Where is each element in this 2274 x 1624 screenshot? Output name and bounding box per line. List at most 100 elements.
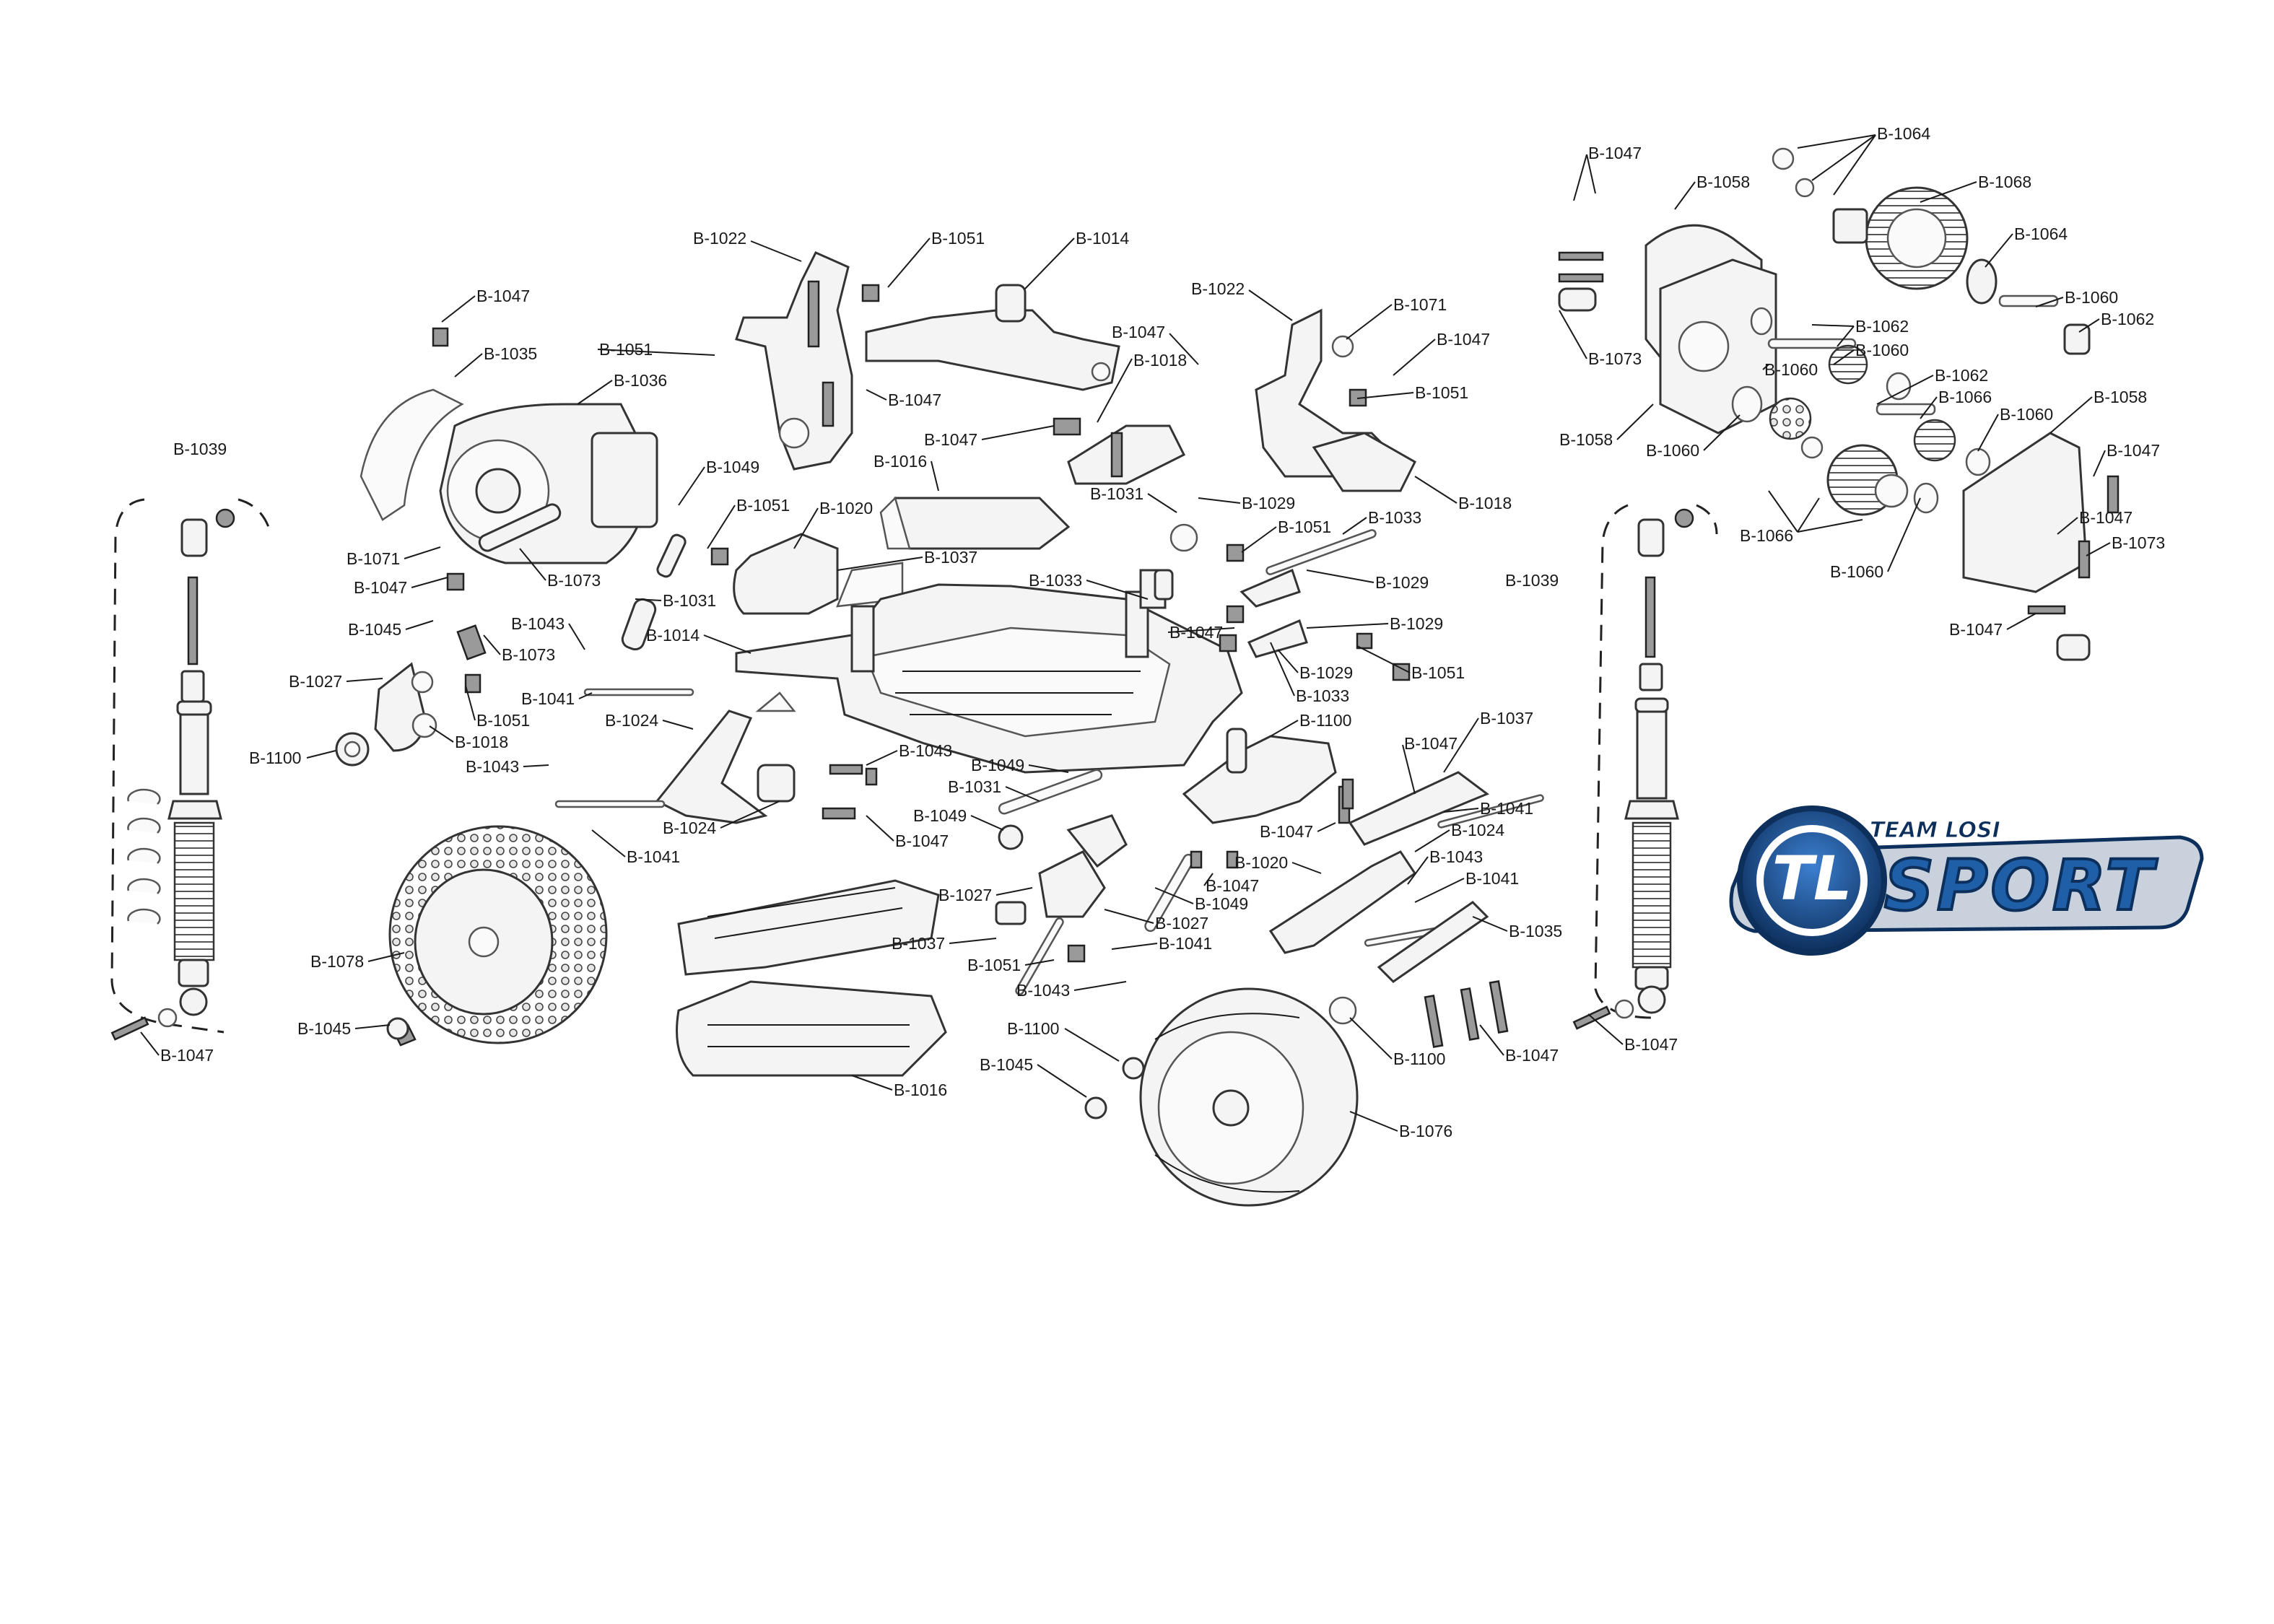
part-number-label: B-1047 bbox=[1949, 620, 2003, 639]
leader-line bbox=[1985, 233, 2013, 268]
part-number-label: B-1058 bbox=[1696, 173, 1750, 191]
part-number-label: B-1033 bbox=[1029, 571, 1082, 590]
parts-layer bbox=[110, 147, 2120, 1207]
leader-line bbox=[1097, 358, 1133, 423]
logo-product-text: SPORT bbox=[1884, 845, 2158, 926]
leader-line bbox=[1147, 493, 1177, 513]
leader-line bbox=[1407, 856, 1429, 885]
part-number-label: B-1051 bbox=[599, 340, 653, 359]
front-driveline bbox=[456, 503, 729, 694]
leader-line bbox=[1479, 1024, 1504, 1056]
leader-line bbox=[970, 815, 1004, 831]
logo-team-text: TEAM LOSI bbox=[1870, 818, 2000, 843]
leader-line bbox=[1203, 873, 1214, 886]
part-number-label: B-1018 bbox=[1133, 351, 1187, 370]
leader-line bbox=[1920, 181, 1977, 203]
leader-line bbox=[1674, 181, 1696, 210]
leader-line bbox=[1797, 519, 1863, 533]
leader-line bbox=[887, 237, 931, 288]
leader-line bbox=[1086, 580, 1149, 600]
leader-line bbox=[1356, 392, 1414, 399]
leader-line bbox=[1346, 304, 1393, 340]
leader-line bbox=[306, 750, 336, 759]
leader-line bbox=[1833, 134, 1876, 196]
leader-line bbox=[1797, 134, 1876, 149]
steering-assembly bbox=[879, 417, 1186, 550]
leader-line bbox=[707, 505, 736, 549]
leader-line bbox=[140, 1031, 160, 1056]
part-number-label: B-1047 bbox=[2079, 508, 2133, 527]
left-shock-assembly bbox=[110, 498, 270, 1041]
motor-gear-cover bbox=[360, 327, 658, 591]
leader-line bbox=[2035, 297, 2064, 307]
leader-line bbox=[1037, 1064, 1087, 1098]
leader-line bbox=[1811, 134, 1876, 181]
part-number-label: B-1064 bbox=[1877, 124, 1930, 143]
leader-line bbox=[1703, 414, 1741, 451]
part-number-label: B-1024 bbox=[663, 818, 716, 837]
leader-line bbox=[523, 764, 549, 767]
leader-line bbox=[411, 577, 448, 588]
part-number-label: B-1064 bbox=[2014, 224, 2068, 243]
team-losi-sport-logo: TL TEAM LOSI SPORT bbox=[1729, 806, 2204, 956]
leader-line bbox=[454, 353, 483, 377]
leader-lines bbox=[140, 134, 2111, 1132]
leader-line bbox=[1393, 339, 1436, 376]
part-number-label: B-1066 bbox=[1938, 388, 1992, 406]
part-number-label: B-1051 bbox=[736, 496, 790, 515]
leader-line bbox=[1064, 1028, 1120, 1062]
leader-line bbox=[1768, 490, 1798, 533]
part-number-label: B-1037 bbox=[892, 934, 945, 953]
leader-line bbox=[1291, 862, 1322, 874]
leader-line bbox=[519, 548, 546, 581]
part-number-label: B-1033 bbox=[1368, 508, 1421, 527]
part-number-label: B-1066 bbox=[1740, 526, 1793, 545]
leader-line bbox=[1837, 326, 1855, 347]
part-number-label: B-1047 bbox=[924, 430, 977, 449]
leader-line bbox=[678, 466, 705, 506]
leader-line bbox=[1349, 1017, 1393, 1060]
leader-line bbox=[1317, 822, 1336, 832]
main-chassis bbox=[735, 569, 1243, 774]
leader-line bbox=[1472, 916, 1508, 932]
part-number-label: B-1060 bbox=[2065, 288, 2118, 307]
leader-line bbox=[1167, 627, 1235, 633]
part-number-label: B-1062 bbox=[1935, 366, 1988, 385]
leader-line bbox=[591, 829, 626, 857]
part-number-label: B-1100 bbox=[1393, 1049, 1445, 1068]
receiver-box bbox=[733, 533, 904, 615]
leader-line bbox=[837, 556, 923, 571]
leader-line bbox=[404, 546, 441, 559]
part-number-label: B-1047 bbox=[1588, 144, 1642, 162]
front-hub-carrier bbox=[335, 662, 437, 767]
leader-line bbox=[931, 460, 939, 492]
part-number-label: B-1020 bbox=[1234, 853, 1288, 872]
part-number-label: B-1047 bbox=[1206, 876, 1259, 895]
leader-line bbox=[1402, 744, 1416, 795]
leader-line bbox=[1443, 717, 1479, 773]
part-number-label: B-1047 bbox=[1404, 734, 1458, 753]
leader-line bbox=[2093, 450, 2106, 477]
part-number-label: B-1024 bbox=[605, 711, 658, 730]
part-number-label: B-1100 bbox=[1007, 1019, 1059, 1038]
part-number-label: B-1031 bbox=[663, 591, 716, 610]
leader-line bbox=[1154, 887, 1194, 904]
leader-line bbox=[1241, 526, 1277, 553]
part-number-label: B-1036 bbox=[614, 371, 667, 390]
front-suspension-arms bbox=[554, 688, 796, 824]
part-number-label: B-1071 bbox=[347, 549, 400, 568]
leader-line bbox=[1587, 1013, 1624, 1045]
part-number-label: B-1047 bbox=[354, 578, 407, 597]
part-number-label: B-1041 bbox=[1465, 869, 1519, 888]
part-number-label: B-1016 bbox=[894, 1081, 947, 1099]
part-number-label: B-1062 bbox=[1855, 317, 1909, 336]
leader-line bbox=[1797, 497, 1820, 533]
part-number-label: B-1024 bbox=[1451, 821, 1504, 839]
leader-line bbox=[367, 952, 405, 962]
part-number-label: B-1014 bbox=[1076, 229, 1129, 248]
right-shock-assembly bbox=[1572, 504, 1718, 1030]
part-number-label: B-1071 bbox=[1393, 295, 1447, 314]
leader-line bbox=[1270, 642, 1295, 697]
part-number-label: B-1073 bbox=[547, 571, 601, 590]
